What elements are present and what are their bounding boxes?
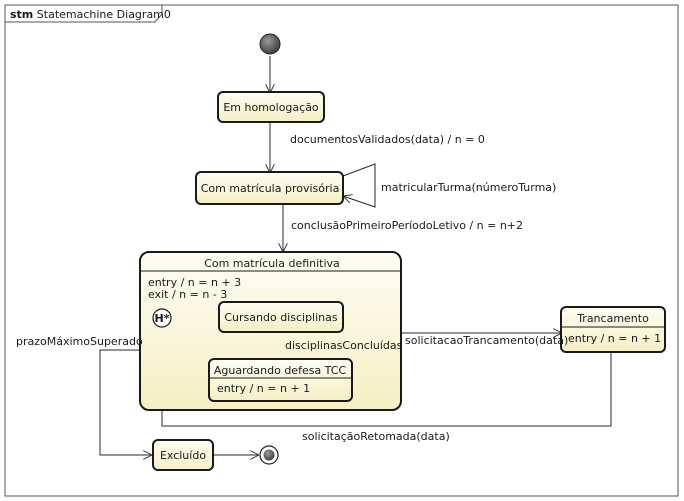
- state-excluido-label: Excluído: [160, 449, 206, 462]
- state-cursando-disciplinas-label: Cursando disciplinas: [224, 311, 338, 324]
- label-prazo-maximo-superado: prazoMáximoSuperado: [16, 335, 143, 348]
- edge-provisoria-self-loop: [343, 163, 376, 208]
- frame-keyword: stm: [10, 8, 33, 21]
- state-aguardando-defesa-tcc-label: Aguardando defesa TCC: [214, 364, 347, 377]
- state-em-homologacao[interactable]: Em homologação: [217, 91, 325, 123]
- state-com-matricula-provisoria[interactable]: Com matrícula provisória: [195, 171, 344, 205]
- label-conclusao-primeiro-periodo: conclusãoPrimeiroPeríodoLetivo / n = n+2: [291, 219, 523, 232]
- state-em-homologacao-label: Em homologação: [223, 101, 319, 114]
- label-disciplinas-concluidas: disciplinasConcluídas: [285, 339, 403, 352]
- aguardando-entry-action: entry / n = n + 1: [217, 382, 310, 395]
- label-solicitacao-retomada: solicitaçãoRetomada(data): [302, 430, 450, 443]
- history-label: H*: [155, 312, 170, 325]
- frame-name: Statemachine Diagram0: [37, 8, 171, 21]
- trancamento-entry-action: entry / n = n + 1: [568, 332, 661, 345]
- label-solicitacao-trancamento: solicitacaoTrancamento(data): [405, 334, 568, 347]
- final-node: [259, 445, 279, 465]
- diagram-frame: stm Statemachine Diagram0: [4, 4, 679, 497]
- label-documentos-validados: documentosValidados(data) / n = 0: [290, 133, 485, 146]
- label-matricular-turma: matricularTurma(númeroTurma): [381, 181, 556, 194]
- frame-title: stm Statemachine Diagram0: [10, 8, 171, 21]
- state-trancamento[interactable]: Trancamento entry / n = n + 1: [560, 306, 666, 353]
- initial-node: [259, 33, 281, 55]
- definitiva-entry-action: entry / n = n + 3: [148, 276, 241, 289]
- state-aguardando-defesa-tcc[interactable]: Aguardando defesa TCC entry / n = n + 1: [208, 358, 353, 402]
- state-excluido[interactable]: Excluído: [152, 439, 214, 471]
- history-node: H*: [152, 308, 172, 328]
- state-trancamento-label: Trancamento: [576, 312, 649, 325]
- definitiva-exit-action: exit / n = n - 3: [148, 288, 227, 301]
- edge-definitiva-to-excluido: [99, 349, 152, 455]
- state-com-matricula-provisoria-label: Com matrícula provisória: [201, 182, 340, 195]
- state-cursando-disciplinas[interactable]: Cursando disciplinas: [218, 301, 344, 333]
- transition-labels: documentosValidados(data) / n = 0 matric…: [16, 133, 568, 443]
- state-com-matricula-definitiva-label: Com matrícula definitiva: [204, 257, 340, 270]
